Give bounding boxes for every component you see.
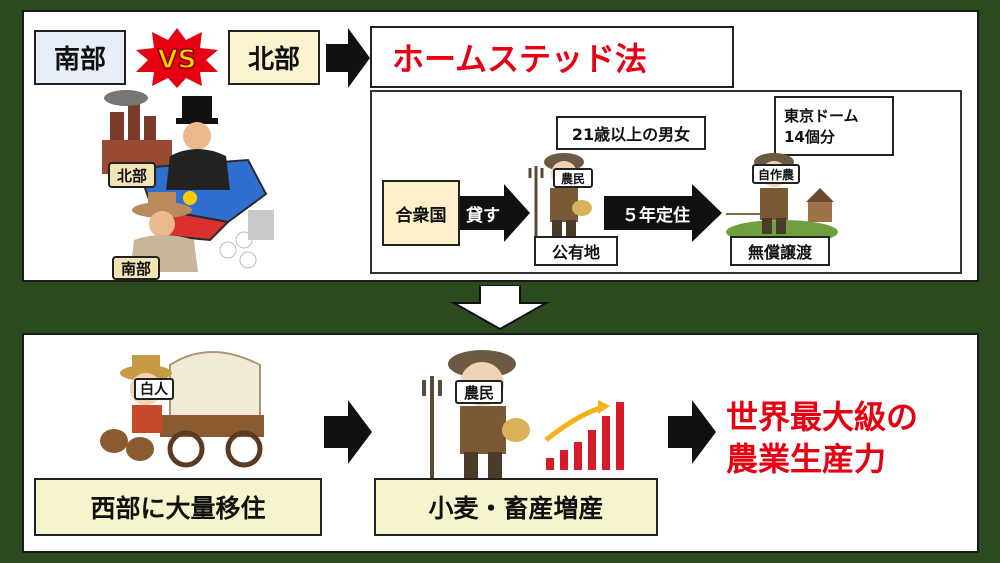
vs-badge: VS — [134, 28, 220, 88]
down-arrow — [450, 284, 550, 331]
area-label-line2: 14個分 — [784, 128, 835, 146]
south-label-box: 南部 — [34, 30, 126, 85]
arrow-to-production — [324, 400, 372, 464]
north-label: 北部 — [247, 45, 300, 75]
south-label: 南部 — [53, 45, 106, 75]
settler-tag: 白人 — [134, 378, 174, 400]
westward-label: 西部に大量移住 — [34, 478, 322, 536]
result-line1: 世界最大級の — [726, 398, 919, 436]
production-label: 小麦・畜産増産 — [374, 478, 658, 536]
result-line2: 農業生産力 — [726, 440, 887, 478]
residence-arrow: ５年定住 — [604, 184, 722, 242]
south-tag: 南部 — [112, 256, 160, 280]
area-label-line1: 東京ドーム — [784, 107, 859, 125]
area-label: 東京ドーム 14個分 — [774, 96, 894, 156]
bottom-farmer-tag: 農民 — [455, 380, 503, 404]
free-transfer-label: 無償譲渡 — [730, 236, 830, 266]
lend-label: 貸す — [466, 206, 500, 226]
growth-chart-icon — [542, 398, 636, 472]
homestead-title-box: ホームステッド法 — [370, 26, 734, 88]
result-text: 世界最大級の 農業生産力 — [726, 396, 966, 480]
residence-label: ５年定住 — [622, 206, 690, 226]
north-label-box: 北部 — [228, 30, 320, 85]
vs-label: VS — [158, 45, 197, 75]
lend-arrow: 貸す — [460, 184, 530, 242]
owner-farmer-tag: 自作農 — [752, 164, 800, 184]
bottom-farmer-illustration — [418, 340, 532, 480]
usa-box: 合衆国 — [382, 180, 460, 246]
arrow-to-result — [668, 400, 716, 464]
north-tag: 北部 — [108, 162, 156, 188]
public-land-label: 公有地 — [534, 236, 618, 266]
wagon-illustration — [100, 345, 270, 470]
arrow-to-homestead — [326, 28, 370, 88]
eligibility-label: 21歳以上の男女 — [556, 116, 706, 150]
farmer-illustration — [528, 148, 594, 240]
farmer-tag: 農民 — [553, 168, 593, 188]
homestead-title: ホームステッド法 — [392, 40, 648, 78]
